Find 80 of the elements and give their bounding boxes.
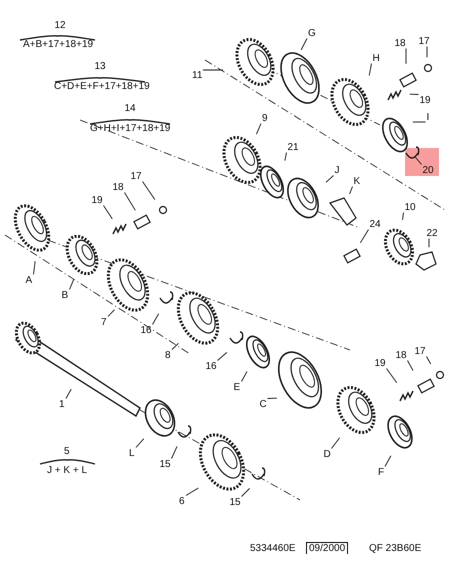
callout-number: 19 xyxy=(90,194,104,206)
callout-number: 24 xyxy=(368,218,382,230)
leader-line xyxy=(409,94,419,95)
callout-number: 19 xyxy=(418,94,432,106)
leader-line xyxy=(331,437,340,449)
callout-number: 6 xyxy=(178,496,186,506)
leader-line xyxy=(152,313,160,325)
leader-line xyxy=(368,63,372,76)
callout-number: B xyxy=(60,290,70,300)
callout-number: H xyxy=(372,52,381,64)
kit-number: 13 xyxy=(94,60,107,72)
leader-line xyxy=(384,455,392,467)
leader-line xyxy=(402,212,404,220)
callout-number: 17 xyxy=(130,170,143,182)
callout-number: 15 xyxy=(158,458,172,470)
kit-contents: J + K + L xyxy=(46,464,88,476)
leader-line xyxy=(171,446,178,459)
callout-number: J xyxy=(334,164,340,176)
leader-line xyxy=(33,260,36,275)
leader-line xyxy=(103,205,113,220)
callout-number: C xyxy=(258,398,268,410)
callout-number: 9 xyxy=(261,112,269,124)
leader-line xyxy=(426,46,428,58)
leader-line xyxy=(172,342,179,350)
leader-line xyxy=(217,352,228,361)
leader-line xyxy=(124,192,136,211)
callout-number: G xyxy=(307,28,317,38)
callout-number: F xyxy=(377,466,386,478)
callout-number: 10 xyxy=(404,202,417,212)
callout-number: K xyxy=(352,176,362,186)
leader-line xyxy=(407,360,414,372)
callout-number: 20 xyxy=(422,164,435,176)
kit-number: 5 xyxy=(63,446,71,456)
kit-number: 14 xyxy=(124,102,137,114)
callout-number: A xyxy=(24,274,34,286)
leader-line xyxy=(428,238,430,248)
leader-line xyxy=(241,370,248,382)
callout-number: 16 xyxy=(140,324,153,336)
leader-line xyxy=(284,152,287,162)
kit-contents: G+H+I+17+18+19 xyxy=(89,122,172,134)
callout-number: 11 xyxy=(191,70,204,80)
leader-line xyxy=(108,309,115,317)
leader-line xyxy=(66,388,72,399)
callout-number: 18 xyxy=(394,350,408,360)
leader-line xyxy=(326,175,334,183)
callout-number: 17 xyxy=(414,346,427,356)
leader-line xyxy=(360,229,369,244)
callout-number: 1 xyxy=(58,398,66,410)
leader-line xyxy=(267,398,278,399)
callout-number: 16 xyxy=(204,360,218,372)
callout-number: I xyxy=(426,112,430,122)
kit-number: 12 xyxy=(54,20,67,30)
leader-line xyxy=(386,368,398,384)
leader-line xyxy=(426,356,432,364)
leader-line xyxy=(142,181,156,200)
callout-number: 15 xyxy=(228,496,242,508)
leader-line xyxy=(136,438,144,448)
leader-line xyxy=(241,488,250,497)
reference-code: 5334460E xyxy=(249,542,297,554)
leader-line xyxy=(186,488,199,496)
callout-number: 7 xyxy=(100,316,108,328)
kit-contents: C+D+E+F+17+18+19 xyxy=(53,80,151,92)
callout-number: 17 xyxy=(418,36,431,46)
leader-line xyxy=(300,38,308,50)
kit-contents: A+B+17+18+19 xyxy=(22,38,94,50)
leader-line xyxy=(69,278,74,290)
leader-line xyxy=(256,123,262,135)
callout-number: L xyxy=(128,448,136,458)
callout-number: 22 xyxy=(426,228,439,238)
leader-line xyxy=(349,186,353,194)
callout-number: 8 xyxy=(164,350,172,360)
leader-line xyxy=(414,156,422,165)
callout-number: 19 xyxy=(374,358,387,368)
reference-code: QF 23B60E xyxy=(368,542,422,554)
callout-number: 18 xyxy=(394,38,407,48)
callout-number: 21 xyxy=(286,142,300,152)
date-code: 09/2000 xyxy=(306,542,348,554)
callout-number: D xyxy=(322,448,332,460)
callout-number: 18 xyxy=(112,182,125,192)
callout-number: E xyxy=(232,382,242,392)
